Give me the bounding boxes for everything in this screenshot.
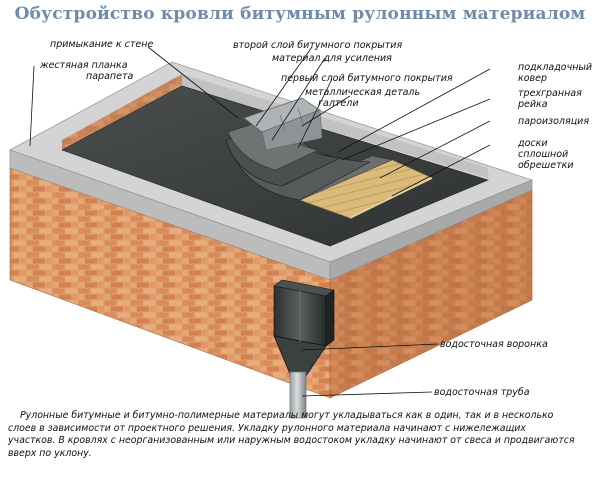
label-vapor-barrier: пароизоляция xyxy=(518,116,590,127)
coping-right-edge xyxy=(329,179,533,281)
vapor-barrier-edge xyxy=(349,177,433,219)
label-reinforcement: материал для усиления xyxy=(272,53,392,64)
label-wall-abutment: примыкание к стене xyxy=(50,39,154,50)
label-metal-part-line1: металлическая деталь xyxy=(305,87,421,98)
label-triangle-line1: трехгранная xyxy=(518,88,582,99)
label-second-layer: второй слой битумного покрытия xyxy=(233,40,403,51)
inner-wall-right xyxy=(182,74,488,178)
label-boards-line1: доски xyxy=(518,138,548,149)
label-pipe: водосточная труба xyxy=(434,387,530,398)
leader-lines xyxy=(29,46,491,397)
label-triangle-line2: рейка xyxy=(518,99,548,110)
label-underlay-line1: подкладочный xyxy=(518,62,593,73)
label-boards-line3: обрешетки xyxy=(518,160,574,171)
funnel-side xyxy=(325,289,335,347)
label-metal-part-line2: галтели xyxy=(318,98,359,109)
caption-line-1: Рулонные битумные и битумно-полимерные м… xyxy=(20,410,554,421)
downspout-pipe xyxy=(289,371,307,419)
caption-line-3: участков. В кровлях с неорганизованным и… xyxy=(8,435,575,446)
caption-line-4: вверх по уклону. xyxy=(8,447,92,459)
label-parapet-strip-line1: жестяная планка xyxy=(40,60,128,71)
diagram-title: Обустройство кровли битумным рулонным ма… xyxy=(14,4,586,24)
label-boards-line2: сплошной xyxy=(518,149,569,160)
label-parapet-strip-line2: парапета xyxy=(86,71,134,82)
caption: Рулонные битумные и битумно-полимерные м… xyxy=(8,410,596,460)
label-underlay-line2: ковер xyxy=(518,73,548,84)
label-funnel: водосточная воронка xyxy=(440,339,548,350)
inner-wall-back xyxy=(62,74,182,150)
label-first-layer: первый слой битумного покрытия xyxy=(281,73,453,84)
caption-line-2: слоев в зависимости от проектного решени… xyxy=(8,422,526,434)
